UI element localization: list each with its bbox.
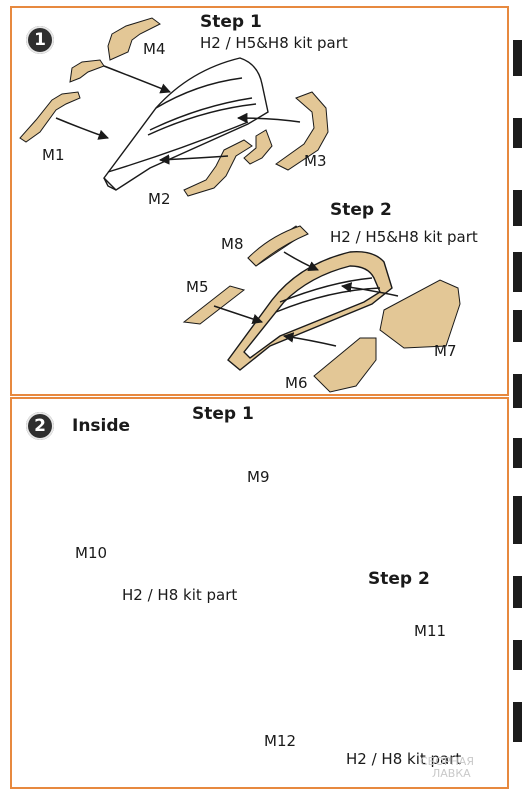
mask-m4	[107, 17, 161, 61]
mask-m2	[183, 139, 253, 197]
section-2-step-1-title: Step 1	[192, 404, 254, 424]
section-1-step-1-title: Step 1	[200, 12, 262, 32]
section-2-heading: Inside	[72, 416, 131, 436]
label-m8: M8	[221, 235, 244, 253]
section-1-step-2-subtitle: H2 / H5&H8 kit part	[330, 228, 478, 246]
mask-m3b	[243, 129, 273, 165]
section-2-step-2-part: H2 / H8 kit part	[346, 750, 462, 768]
mask-m1	[19, 91, 81, 143]
label-m10: M10	[75, 544, 108, 562]
canopy-step1	[103, 57, 269, 191]
edge-bar	[513, 438, 522, 468]
edge-bar	[513, 374, 522, 408]
mask-m5	[182, 285, 246, 325]
edge-bar	[513, 640, 522, 670]
watermark-line-1: СБОРНАЯ	[420, 755, 474, 768]
arrows-step1	[55, 65, 301, 165]
mask-m3	[275, 91, 329, 171]
label-m3: M3	[304, 152, 327, 170]
section-2-step-1-part: H2 / H8 kit part	[122, 586, 238, 604]
edge-bar	[513, 190, 522, 226]
section-2-panel	[10, 397, 509, 789]
edge-bar	[513, 40, 522, 76]
edge-bar	[513, 118, 522, 148]
label-m5: M5	[186, 278, 209, 296]
mask-m8-panel	[247, 225, 309, 267]
arrows-step2	[213, 251, 399, 347]
label-m4: M4	[143, 40, 166, 58]
mask-m7	[379, 279, 461, 349]
label-m9: M9	[247, 468, 270, 486]
section-2-badge: 2	[26, 412, 54, 440]
label-m1: M1	[42, 146, 65, 164]
section-1-badge: 1	[26, 26, 54, 54]
label-m12: M12	[264, 732, 297, 750]
label-m7: M7	[434, 342, 457, 360]
label-m2: M2	[148, 190, 171, 208]
edge-bar	[513, 496, 522, 544]
section-1-step-1-subtitle: H2 / H5&H8 kit part	[200, 34, 348, 52]
section-2-step-2-title: Step 2	[368, 569, 430, 589]
edge-bar	[513, 252, 522, 292]
label-m11: M11	[414, 622, 447, 640]
label-m6: M6	[285, 374, 308, 392]
watermark-line-2: ЛАВКА	[432, 767, 471, 780]
mask-m6	[313, 337, 377, 393]
mask-m4b	[69, 59, 105, 83]
edge-bar	[513, 702, 522, 742]
section-1-step-2-title: Step 2	[330, 200, 392, 220]
edge-bar	[513, 576, 522, 608]
edge-bar	[513, 310, 522, 342]
